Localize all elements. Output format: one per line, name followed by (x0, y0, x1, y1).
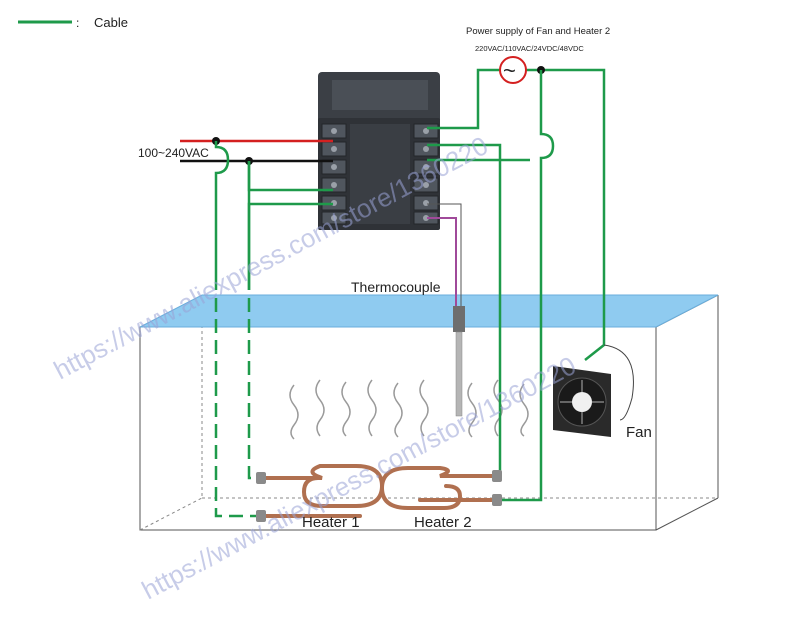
thermocouple-label: Thermocouple (351, 279, 441, 295)
legend-cable-label: Cable (94, 15, 128, 30)
fan (553, 344, 634, 437)
power-supply-tilde: ~ (503, 58, 516, 83)
mains-wires (180, 139, 333, 163)
legend: : Cable (18, 15, 128, 30)
tank-back-edge (139, 497, 203, 531)
power-supply-symbol (499, 56, 527, 84)
heat-waves (289, 379, 529, 440)
tank (139, 294, 719, 531)
thermocouple-probe (453, 306, 465, 417)
cables (214, 66, 606, 518)
tank-edge (655, 497, 719, 531)
power-supply-title: Power supply of Fan and Heater 2 (466, 26, 610, 37)
heater-terminals (256, 470, 502, 522)
terminal-screws (331, 128, 429, 221)
heater-2-label: Heater 2 (414, 514, 472, 531)
water-surface (139, 294, 719, 328)
heater-2 (379, 466, 499, 510)
temperature-controller (318, 72, 440, 230)
watermark-text: https://www.aliexpress.com/store/1360220 (49, 130, 493, 385)
heater-1-label: Heater 1 (302, 514, 360, 531)
heater-1 (260, 464, 385, 518)
watermark-text: https://www.aliexpress.com/store/1360220 (137, 350, 581, 605)
thermocouple-wire (427, 203, 462, 306)
mains-label: 100~240VAC (138, 146, 209, 160)
legend-marker: : (76, 16, 79, 30)
fan-label: Fan (626, 424, 652, 441)
power-supply-ratings: 220VAC/110VAC/24VDC/48VDC (475, 44, 584, 53)
